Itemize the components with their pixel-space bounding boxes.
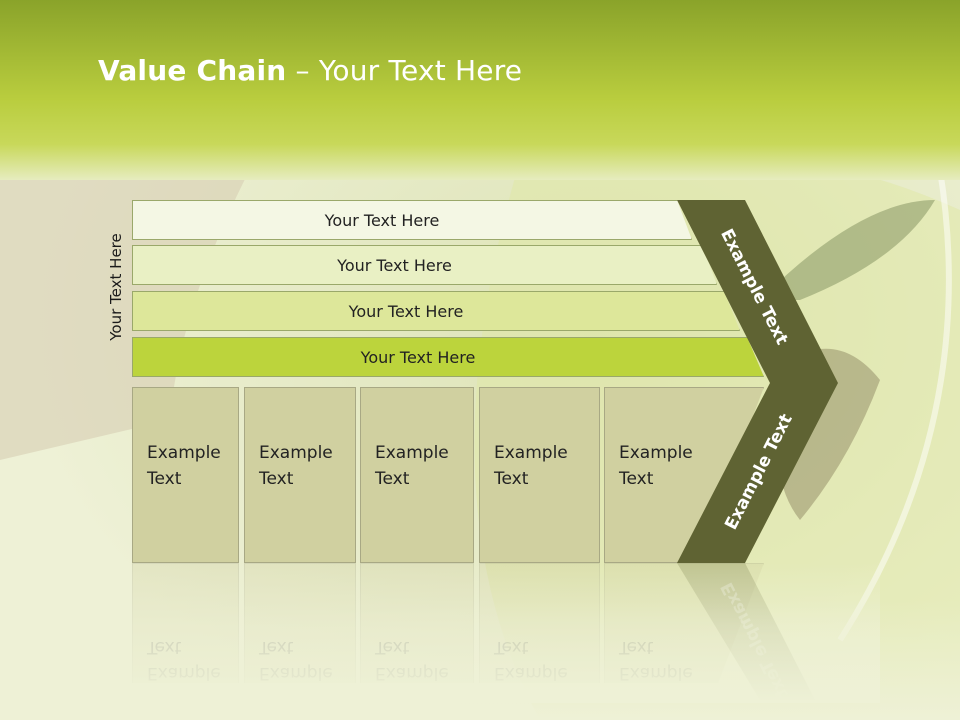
support-layer-label: Your Text Here xyxy=(337,255,452,275)
column-label-line2: Text xyxy=(259,469,294,489)
primary-column-2: Example Text xyxy=(244,387,356,563)
support-layer-label: Your Text Here xyxy=(348,301,464,321)
column-label-line2: Text xyxy=(619,469,654,489)
support-layer-4: Your Text Here xyxy=(132,337,764,377)
support-layer-3: Your Text Here xyxy=(132,291,740,331)
primary-column-3: Example Text xyxy=(360,387,474,563)
column-label-line2: Text xyxy=(147,469,182,489)
column-label-line1: Example xyxy=(375,443,449,463)
column-label-line2: Text xyxy=(375,469,410,489)
column-label-line1: Example xyxy=(259,443,333,463)
column-label-line1: Example xyxy=(619,443,693,463)
slide-title: Value Chain – Your Text Here xyxy=(98,54,522,87)
support-layer-1: Your Text Here xyxy=(132,200,692,240)
reflection-fade xyxy=(120,563,880,703)
primary-column-1: Example Text xyxy=(132,387,239,563)
primary-column-4: Example Text xyxy=(479,387,600,563)
column-label-line1: Example xyxy=(494,443,568,463)
title-rest: – Your Text Here xyxy=(286,54,523,87)
chevron-shape xyxy=(677,200,838,563)
column-label-line2: Text xyxy=(494,469,529,489)
support-layer-2: Your Text Here xyxy=(132,245,717,285)
support-layer-label: Your Text Here xyxy=(360,347,476,367)
column-label-line1: Example xyxy=(147,443,221,463)
title-bold: Value Chain xyxy=(98,54,287,87)
support-layer-label: Your Text Here xyxy=(324,210,440,230)
